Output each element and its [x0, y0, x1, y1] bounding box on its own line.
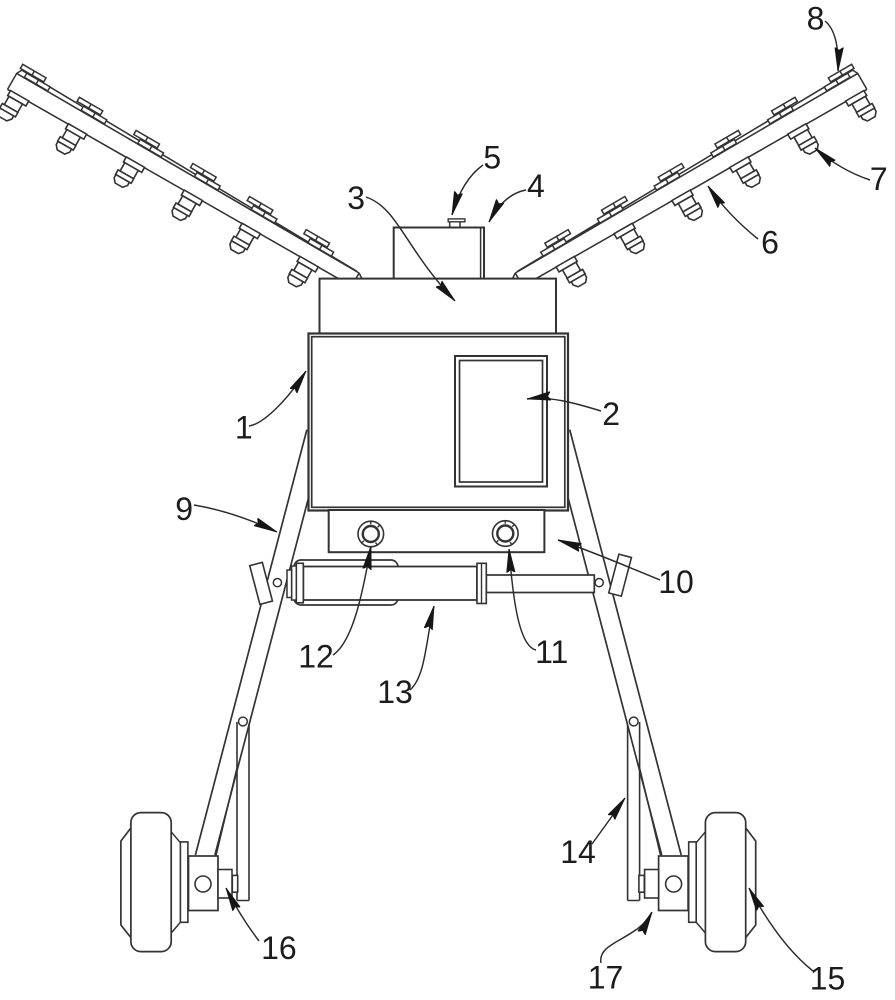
svg-text:1: 1: [235, 409, 253, 445]
svg-text:12: 12: [298, 639, 334, 675]
svg-text:7: 7: [870, 161, 888, 197]
svg-text:9: 9: [175, 491, 193, 527]
svg-text:2: 2: [602, 396, 620, 432]
svg-text:5: 5: [483, 139, 501, 175]
svg-text:3: 3: [347, 180, 365, 216]
svg-text:13: 13: [377, 674, 413, 710]
svg-text:14: 14: [560, 834, 596, 870]
svg-text:15: 15: [810, 960, 846, 996]
svg-text:11: 11: [535, 634, 568, 670]
svg-text:4: 4: [527, 168, 545, 204]
svg-text:6: 6: [761, 225, 779, 261]
svg-text:17: 17: [588, 960, 624, 996]
svg-text:16: 16: [261, 930, 297, 966]
svg-text:10: 10: [658, 564, 694, 600]
svg-text:8: 8: [807, 1, 825, 37]
